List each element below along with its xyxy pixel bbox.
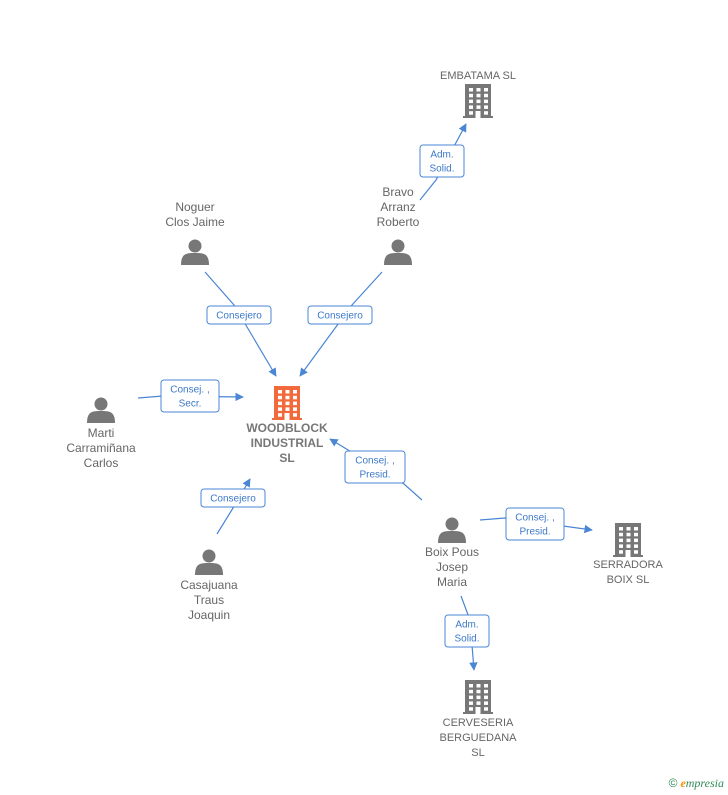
edge-line — [204, 271, 277, 377]
person-icon — [384, 239, 412, 265]
node-label: Arranz — [380, 200, 415, 214]
node-label: BOIX SL — [607, 574, 650, 586]
node-label: SERRADORA — [593, 559, 663, 571]
edge-label-text: Adm. — [455, 620, 478, 631]
edge-noguer-woodblock: Consejero — [204, 271, 277, 377]
edge-label-text: Consejero — [216, 311, 262, 322]
edge-label-box[interactable] — [444, 614, 490, 648]
building-icon — [272, 386, 302, 420]
edge-bravo-woodblock: Consejero — [299, 271, 383, 377]
node-label: Joaquin — [188, 608, 230, 622]
edge-label-text: Secr. — [179, 399, 202, 410]
node-label: SL — [279, 451, 294, 465]
edge-bravo-embatama: Adm. Solid. — [419, 123, 467, 201]
node-label: SL — [471, 747, 484, 759]
node-label: CERVESERIA — [443, 717, 514, 729]
edge-label-box[interactable] — [344, 450, 406, 484]
edge-casajuana-woodblock: Consejero — [200, 478, 266, 535]
building-icon — [463, 680, 493, 714]
edge-label-box[interactable] — [200, 488, 266, 508]
edge-boix-woodblock: Consej. , Presid. — [329, 438, 423, 501]
brand-logo: ©empresia — [668, 776, 724, 790]
edge-line — [419, 123, 467, 201]
edge-label-text: Consej. , — [515, 513, 554, 524]
node-label: Bravo — [382, 185, 414, 199]
person-icon — [87, 397, 115, 423]
edge-label-box[interactable] — [505, 507, 565, 541]
edge-label-box[interactable] — [307, 305, 373, 325]
edge-line — [299, 271, 383, 377]
company-node-cerveseria[interactable]: CERVESERIA BERGUEDANA SL — [439, 680, 517, 759]
node-label: EMBATAMA SL — [440, 70, 516, 82]
edge-label-text: Presid. — [359, 470, 390, 481]
node-label: INDUSTRIAL — [251, 436, 324, 450]
copyright-icon: © — [668, 776, 678, 790]
edge-label-box[interactable] — [206, 305, 272, 325]
edge-label-text: Solid. — [454, 634, 479, 645]
node-label: Carramiñana — [66, 441, 136, 455]
node-label: Maria — [437, 575, 467, 589]
edge-label-box[interactable] — [160, 379, 220, 413]
edge-label-text: Presid. — [519, 527, 550, 538]
edge-label-text: Solid. — [429, 164, 454, 175]
edge-label-text: Consejero — [317, 311, 363, 322]
company-node-embatama[interactable]: EMBATAMA SL — [440, 70, 516, 118]
node-label: BERGUEDANA — [439, 732, 517, 744]
edge-label-text: Consejero — [210, 494, 256, 505]
node-label: WOODBLOCK — [246, 421, 328, 435]
person-icon — [438, 517, 466, 543]
node-label: Traus — [194, 593, 224, 607]
edge-boix-serradora: Consej. , Presid. — [479, 507, 593, 541]
node-label: Carlos — [84, 456, 119, 470]
person-icon — [195, 549, 223, 575]
node-label: Clos Jaime — [165, 215, 225, 229]
building-icon — [463, 84, 493, 118]
building-icon — [613, 523, 643, 557]
node-label: Boix Pous — [425, 545, 479, 559]
company-node-serradora[interactable]: SERRADORA BOIX SL — [593, 523, 663, 586]
node-label: Marti — [88, 426, 115, 440]
edge-label-text: Consej. , — [170, 385, 209, 396]
edge-marti-woodblock: Consej. , Secr. — [137, 379, 244, 413]
edge-label-text: Adm. — [430, 150, 453, 161]
node-label: Roberto — [377, 215, 420, 229]
edge-label-text: Consej. , — [355, 456, 394, 467]
person-icon — [181, 239, 209, 265]
node-label: Noguer — [175, 200, 214, 214]
edge-boix-cerveseria: Adm. Solid. — [444, 595, 490, 671]
edge-label-box[interactable] — [419, 144, 465, 178]
node-label: Casajuana — [180, 578, 238, 592]
node-label: Josep — [436, 560, 468, 574]
